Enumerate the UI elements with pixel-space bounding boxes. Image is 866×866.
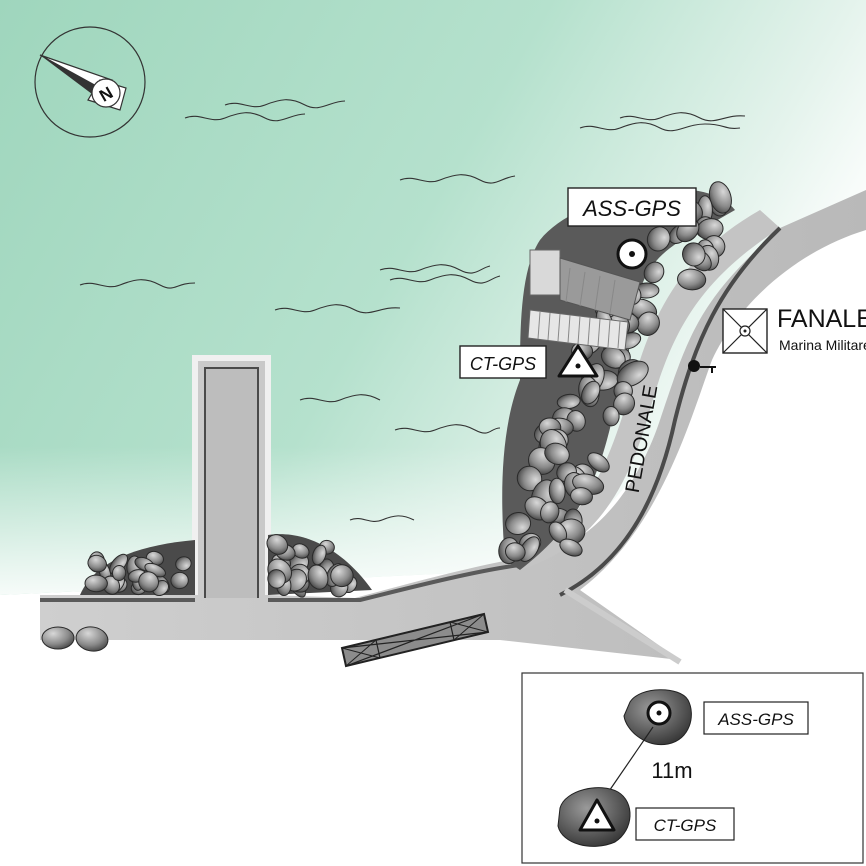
rocks-right [266,534,358,598]
inset-distance-line [604,726,654,798]
rock-icon [267,569,286,589]
walkway-outer-edge [559,226,782,597]
compass-rose-icon: N [34,26,146,138]
rock-icon [175,556,192,572]
rock-icon [677,268,707,291]
rock-icon [646,226,671,252]
stairs [527,249,641,351]
inset-station-ct-label: CT-GPS [654,816,717,835]
rock-icon [292,543,310,559]
rock-icon [570,487,593,506]
rock-icon [75,626,109,652]
rock-icon [636,311,660,336]
control-point-triangle-icon [557,344,599,378]
rocks-left [84,550,192,597]
pier-arm [192,355,271,595]
rock-icon [643,261,665,284]
inset-panel: ASS-GPS CT-GPS 11m [521,672,864,864]
bridge-structure [340,612,490,668]
rock-icon [682,242,706,267]
rocks-shore [41,626,109,652]
rock-icon [505,511,532,536]
shore-edge [563,587,682,665]
rock-icon [307,564,329,590]
rock-icon [111,565,127,581]
rock-icon [504,542,526,562]
rock-icon [138,571,159,593]
rock-icon [587,452,610,473]
station-ct-label: CT-GPS [459,345,547,379]
rock-icon [559,538,583,557]
pier-bottom-edge [40,563,521,602]
rock-icon [548,477,566,505]
rock-icon [330,564,354,588]
walkway-strip [520,210,780,570]
svg-text:CT-GPS: CT-GPS [470,354,536,374]
lighthouse-icon [722,308,768,354]
lighthouse-sublabel: Marina Militare [779,337,866,353]
rock-icon [540,501,560,524]
rock-icon [41,626,75,650]
rock-icon [170,571,189,590]
inset-distance-label: 11m [651,758,692,783]
rock-icon [87,554,107,573]
rock-icon [581,380,601,405]
gps-station-icon [616,238,648,270]
inset-control-point-icon [578,798,616,832]
rock-icon [84,574,108,593]
key-marker-icon [688,360,716,373]
rock-icon [544,442,570,465]
pier-arm-inner [204,367,259,598]
rock-icon [266,534,289,555]
rock-icon [602,406,620,427]
waves [79,99,746,522]
inset-station-main-label: ASS-GPS [717,710,794,729]
lighthouse-label: FANALE [777,305,866,333]
svg-text:ASS-GPS: ASS-GPS [581,196,681,221]
station-main-label: ASS-GPS [567,187,697,227]
